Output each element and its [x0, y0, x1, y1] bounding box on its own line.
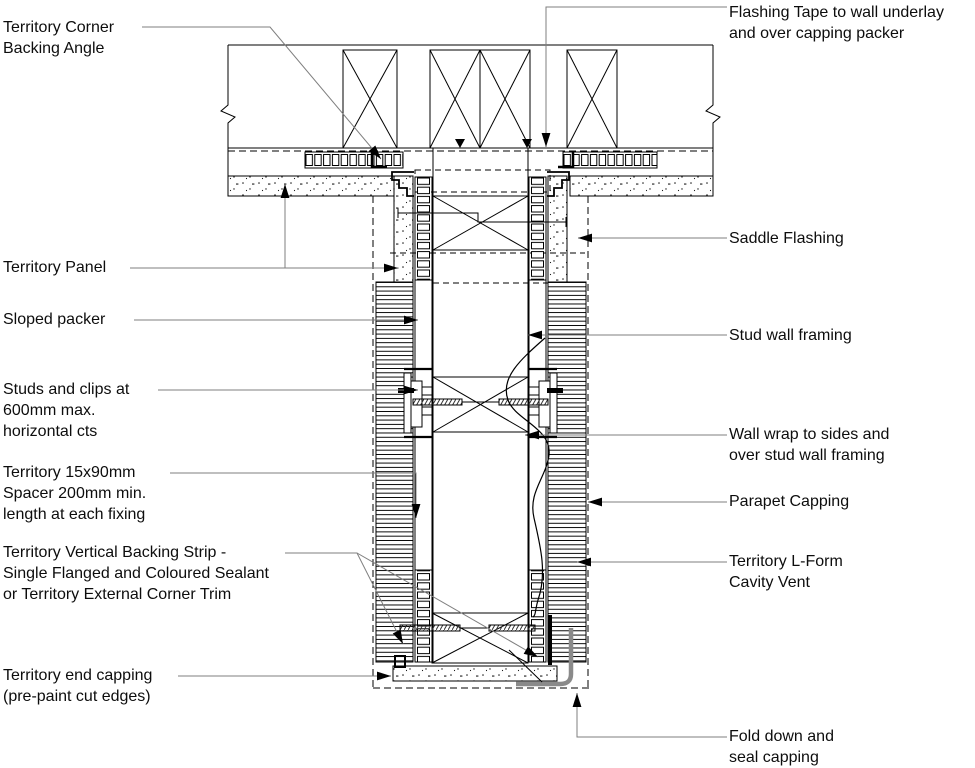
leader-flashing-tape	[541, 6, 727, 147]
fixing-arrow	[455, 139, 465, 148]
cavity-vent-strip-left-bottom	[414, 569, 433, 663]
label-territory-spacer: Territory 15x90mm Spacer 200mm min. leng…	[3, 464, 147, 523]
label-sloped-packer: Sloped packer	[3, 311, 106, 328]
label-territory-panel: Territory Panel	[3, 259, 107, 276]
leader-fold-down	[572, 693, 727, 738]
label-parapet-capping: Parapet Capping	[729, 493, 850, 510]
label-territory-corner-backing-angle: Territory Corner Backing Angle	[3, 19, 115, 57]
leader-territory-spacer	[170, 472, 421, 518]
label-territory-end-capping: Territory end capping (pre-paint cut edg…	[3, 667, 153, 705]
label-flashing-tape: Flashing Tape to wall underlay and over …	[729, 4, 944, 42]
territory-panel-strip-right	[547, 175, 568, 283]
territory-panel-band-left	[227, 175, 395, 197]
stud-box	[566, 49, 618, 149]
leader-lines	[130, 6, 727, 738]
fold-capping	[516, 628, 574, 687]
break-line-left	[220, 45, 236, 196]
label-saddle-flashing: Saddle Flashing	[729, 230, 844, 247]
fixing-screws-bottom	[399, 624, 536, 632]
main-wall-plan	[220, 44, 721, 197]
capping-fold-line	[508, 649, 543, 683]
territory-end-capping-strip	[392, 665, 558, 682]
cavity-vent-strip-left	[414, 176, 433, 281]
stud-box	[479, 49, 531, 149]
break-line-right	[705, 45, 721, 196]
label-wall-wrap: Wall wrap to sides and over stud wall fr…	[729, 426, 890, 464]
corner-backing-angle-right	[558, 152, 575, 169]
label-studs-and-clips: Studs and clips at 600mm max. horizontal…	[3, 381, 130, 440]
parapet-plan	[372, 148, 590, 689]
label-territory-vertical-backing-strip: Territory Vertical Backing Strip - Singl…	[3, 544, 269, 603]
backing-strip-end-right	[548, 615, 552, 665]
cavity-vent-strip-top-left	[304, 151, 404, 169]
stud-box	[342, 49, 398, 149]
cavity-vent-strip-right	[528, 176, 547, 281]
leader-backing-strip-b	[356, 552, 539, 658]
stud-box	[432, 195, 529, 251]
label-stud-wall-framing: Stud wall framing	[729, 327, 852, 344]
stud-box	[431, 612, 529, 664]
parapet-capping-hatch-left	[375, 281, 414, 663]
label-fold-down-seal: Fold down and seal capping	[729, 728, 834, 766]
cavity-vent-strip-top-right	[562, 151, 658, 169]
leader-corner-backing-angle	[142, 26, 382, 160]
parapet-capping-hatch-right	[547, 281, 587, 663]
cavity-vent-strip-right-bottom	[528, 569, 547, 663]
fixing-arrow	[522, 139, 532, 148]
territory-panel-strip-left	[393, 175, 414, 283]
fixing-screws-mid	[412, 398, 549, 406]
territory-panel-band-right	[569, 175, 714, 197]
wall-wrap-curve	[505, 337, 550, 618]
stud-box	[429, 49, 481, 149]
label-l-form-cavity-vent: Territory L-Form Cavity Vent	[729, 553, 843, 591]
